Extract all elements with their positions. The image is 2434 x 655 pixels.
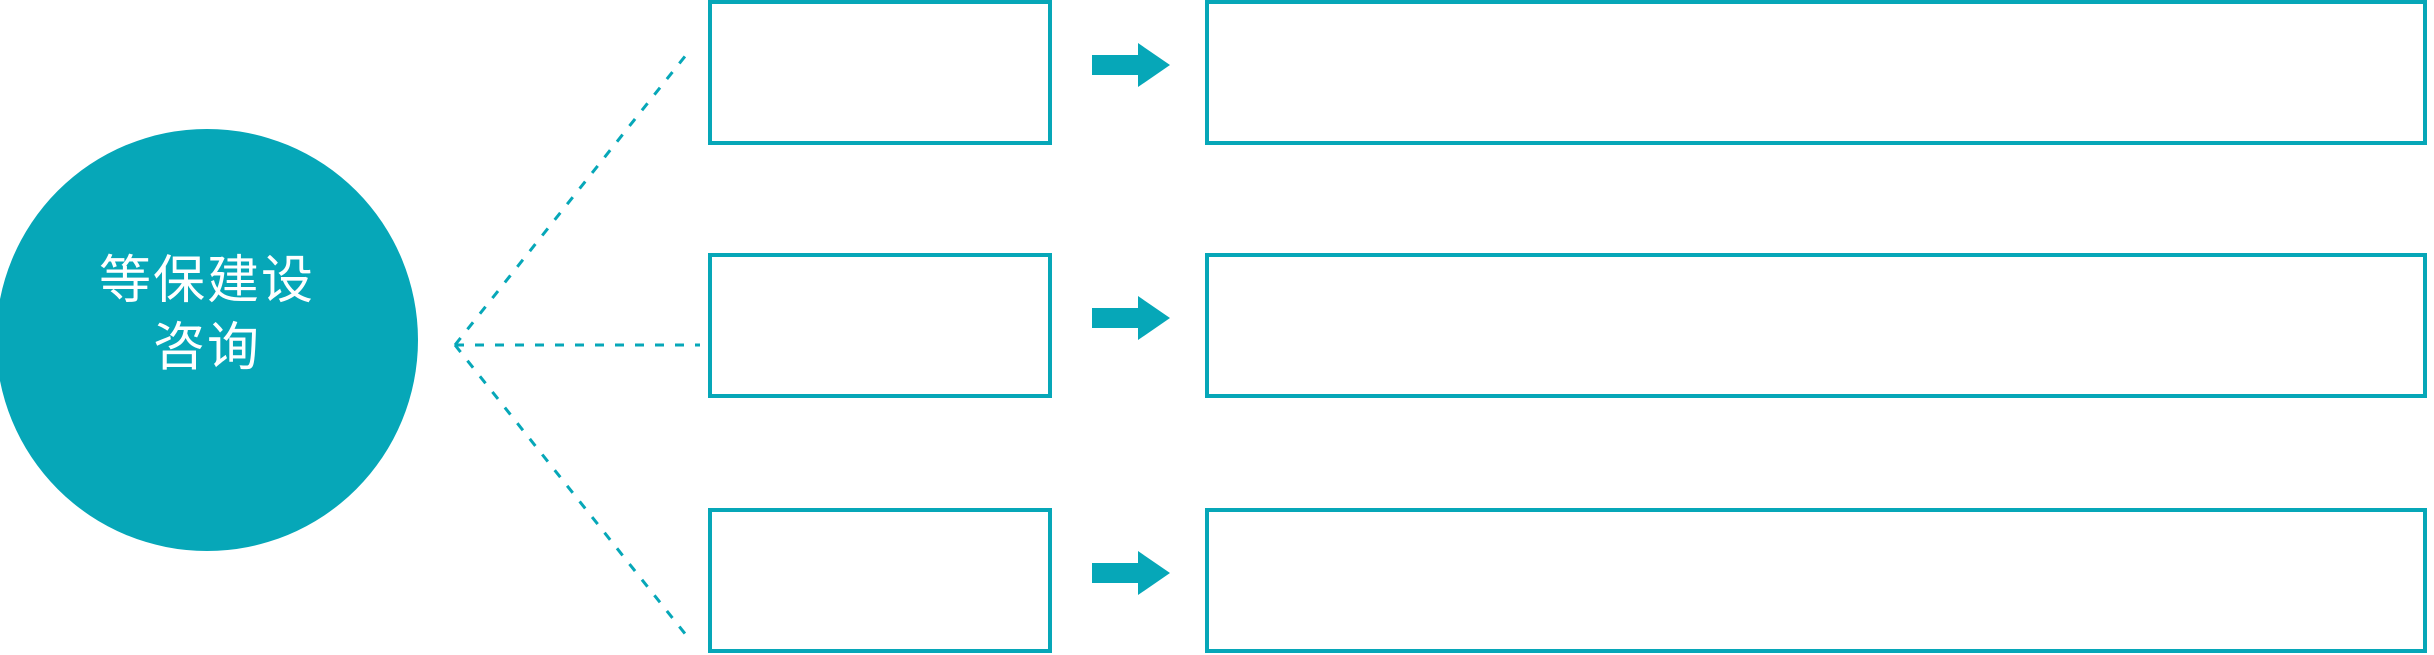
- stage-box-2[interactable]: [708, 253, 1052, 398]
- hub-circle: [0, 129, 418, 551]
- connector-line-3: [453, 344, 692, 641]
- stage-box-2-label: [712, 257, 1048, 277]
- arrow-right-icon-1: [1092, 43, 1170, 87]
- arrow-right-icon-2: [1092, 296, 1170, 340]
- arrow-right-icon-3: [1092, 551, 1170, 595]
- detail-box-3[interactable]: [1205, 508, 2427, 653]
- detail-box-1-label: [1209, 4, 2423, 24]
- stage-box-1-label: [712, 4, 1048, 24]
- detail-box-3-label: [1209, 512, 2423, 532]
- connector-group: [453, 49, 700, 641]
- stage-box-3-label: [712, 512, 1048, 532]
- connector-line-1: [453, 49, 692, 346]
- detail-box-2[interactable]: [1205, 253, 2427, 398]
- detail-box-1[interactable]: [1205, 0, 2427, 145]
- stage-box-3[interactable]: [708, 508, 1052, 653]
- detail-box-2-label: [1209, 257, 2423, 277]
- stage-box-1[interactable]: [708, 0, 1052, 145]
